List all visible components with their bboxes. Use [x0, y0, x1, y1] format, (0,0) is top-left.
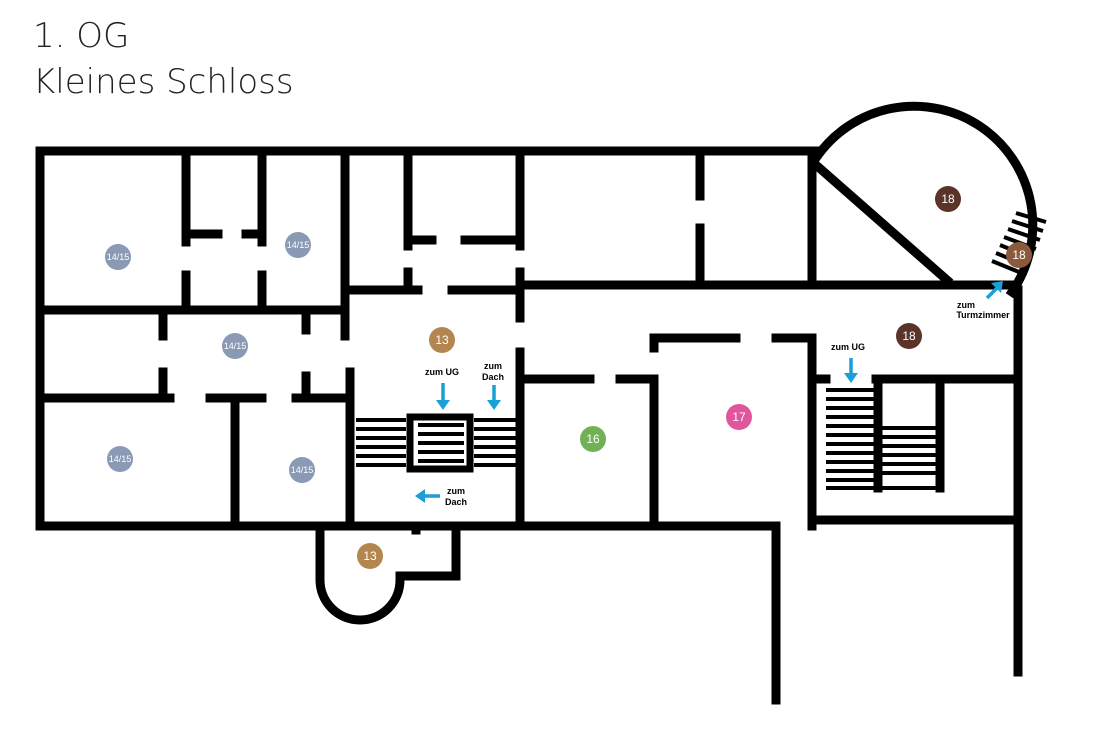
- room-badge: 14/15: [285, 232, 311, 258]
- room-badges: 14/15 14/15 14/15 14/15 14/15 13 13 16 1…: [105, 186, 1032, 569]
- arrow-up-right-icon: [985, 281, 1003, 300]
- room-badge: 13: [357, 543, 383, 569]
- nav-note: zum: [447, 486, 465, 496]
- svg-text:14/15: 14/15: [224, 341, 247, 351]
- staircase-east: [826, 378, 940, 493]
- building-title: Kleines Schloss: [33, 62, 294, 102]
- tower-diagonal-wall: [809, 158, 954, 287]
- svg-text:18: 18: [902, 329, 916, 343]
- bay-wall: [315, 525, 461, 625]
- arrows: [415, 281, 1003, 503]
- nav-note: zum UG: [425, 367, 459, 377]
- room-badge: 14/15: [107, 446, 133, 472]
- arrow-left-icon: [415, 489, 440, 503]
- nav-note: Turmzimmer: [956, 310, 1010, 320]
- room-badge: 14/15: [289, 457, 315, 483]
- nav-note: zum UG: [831, 342, 865, 352]
- svg-text:13: 13: [435, 333, 449, 347]
- nav-note: zum: [484, 361, 502, 371]
- svg-text:16: 16: [586, 432, 600, 446]
- room-badge: 17: [726, 404, 752, 430]
- floor-title: 1. OG: [33, 16, 130, 56]
- arrow-down-icon: [436, 383, 450, 410]
- room-badge: 13: [429, 327, 455, 353]
- wall: [649, 333, 741, 353]
- room-badge: 18: [1006, 242, 1032, 268]
- svg-text:13: 13: [363, 549, 377, 563]
- nav-note: zum: [957, 300, 975, 310]
- svg-text:14/15: 14/15: [287, 240, 310, 250]
- arrow-down-icon: [487, 385, 501, 410]
- room-badge: 18: [896, 323, 922, 349]
- tower-wall: [809, 101, 1038, 299]
- svg-text:18: 18: [941, 192, 955, 206]
- walls: [35, 101, 1038, 705]
- nav-notes: zum UG zum Dach zum Dach zum UG zum Turm…: [425, 300, 1010, 507]
- room-badge: 14/15: [222, 333, 248, 359]
- nav-note: Dach: [445, 497, 467, 507]
- svg-text:17: 17: [732, 410, 746, 424]
- room-badge: 14/15: [105, 244, 131, 270]
- room-badge: 18: [935, 186, 961, 212]
- svg-text:14/15: 14/15: [109, 454, 132, 464]
- svg-text:18: 18: [1012, 248, 1026, 262]
- arrow-down-icon: [844, 358, 858, 383]
- nav-note: Dach: [482, 372, 504, 382]
- svg-text:14/15: 14/15: [107, 252, 130, 262]
- staircase-main: [356, 413, 516, 473]
- svg-text:14/15: 14/15: [291, 465, 314, 475]
- stair-core: [406, 413, 474, 473]
- room-badge: 16: [580, 426, 606, 452]
